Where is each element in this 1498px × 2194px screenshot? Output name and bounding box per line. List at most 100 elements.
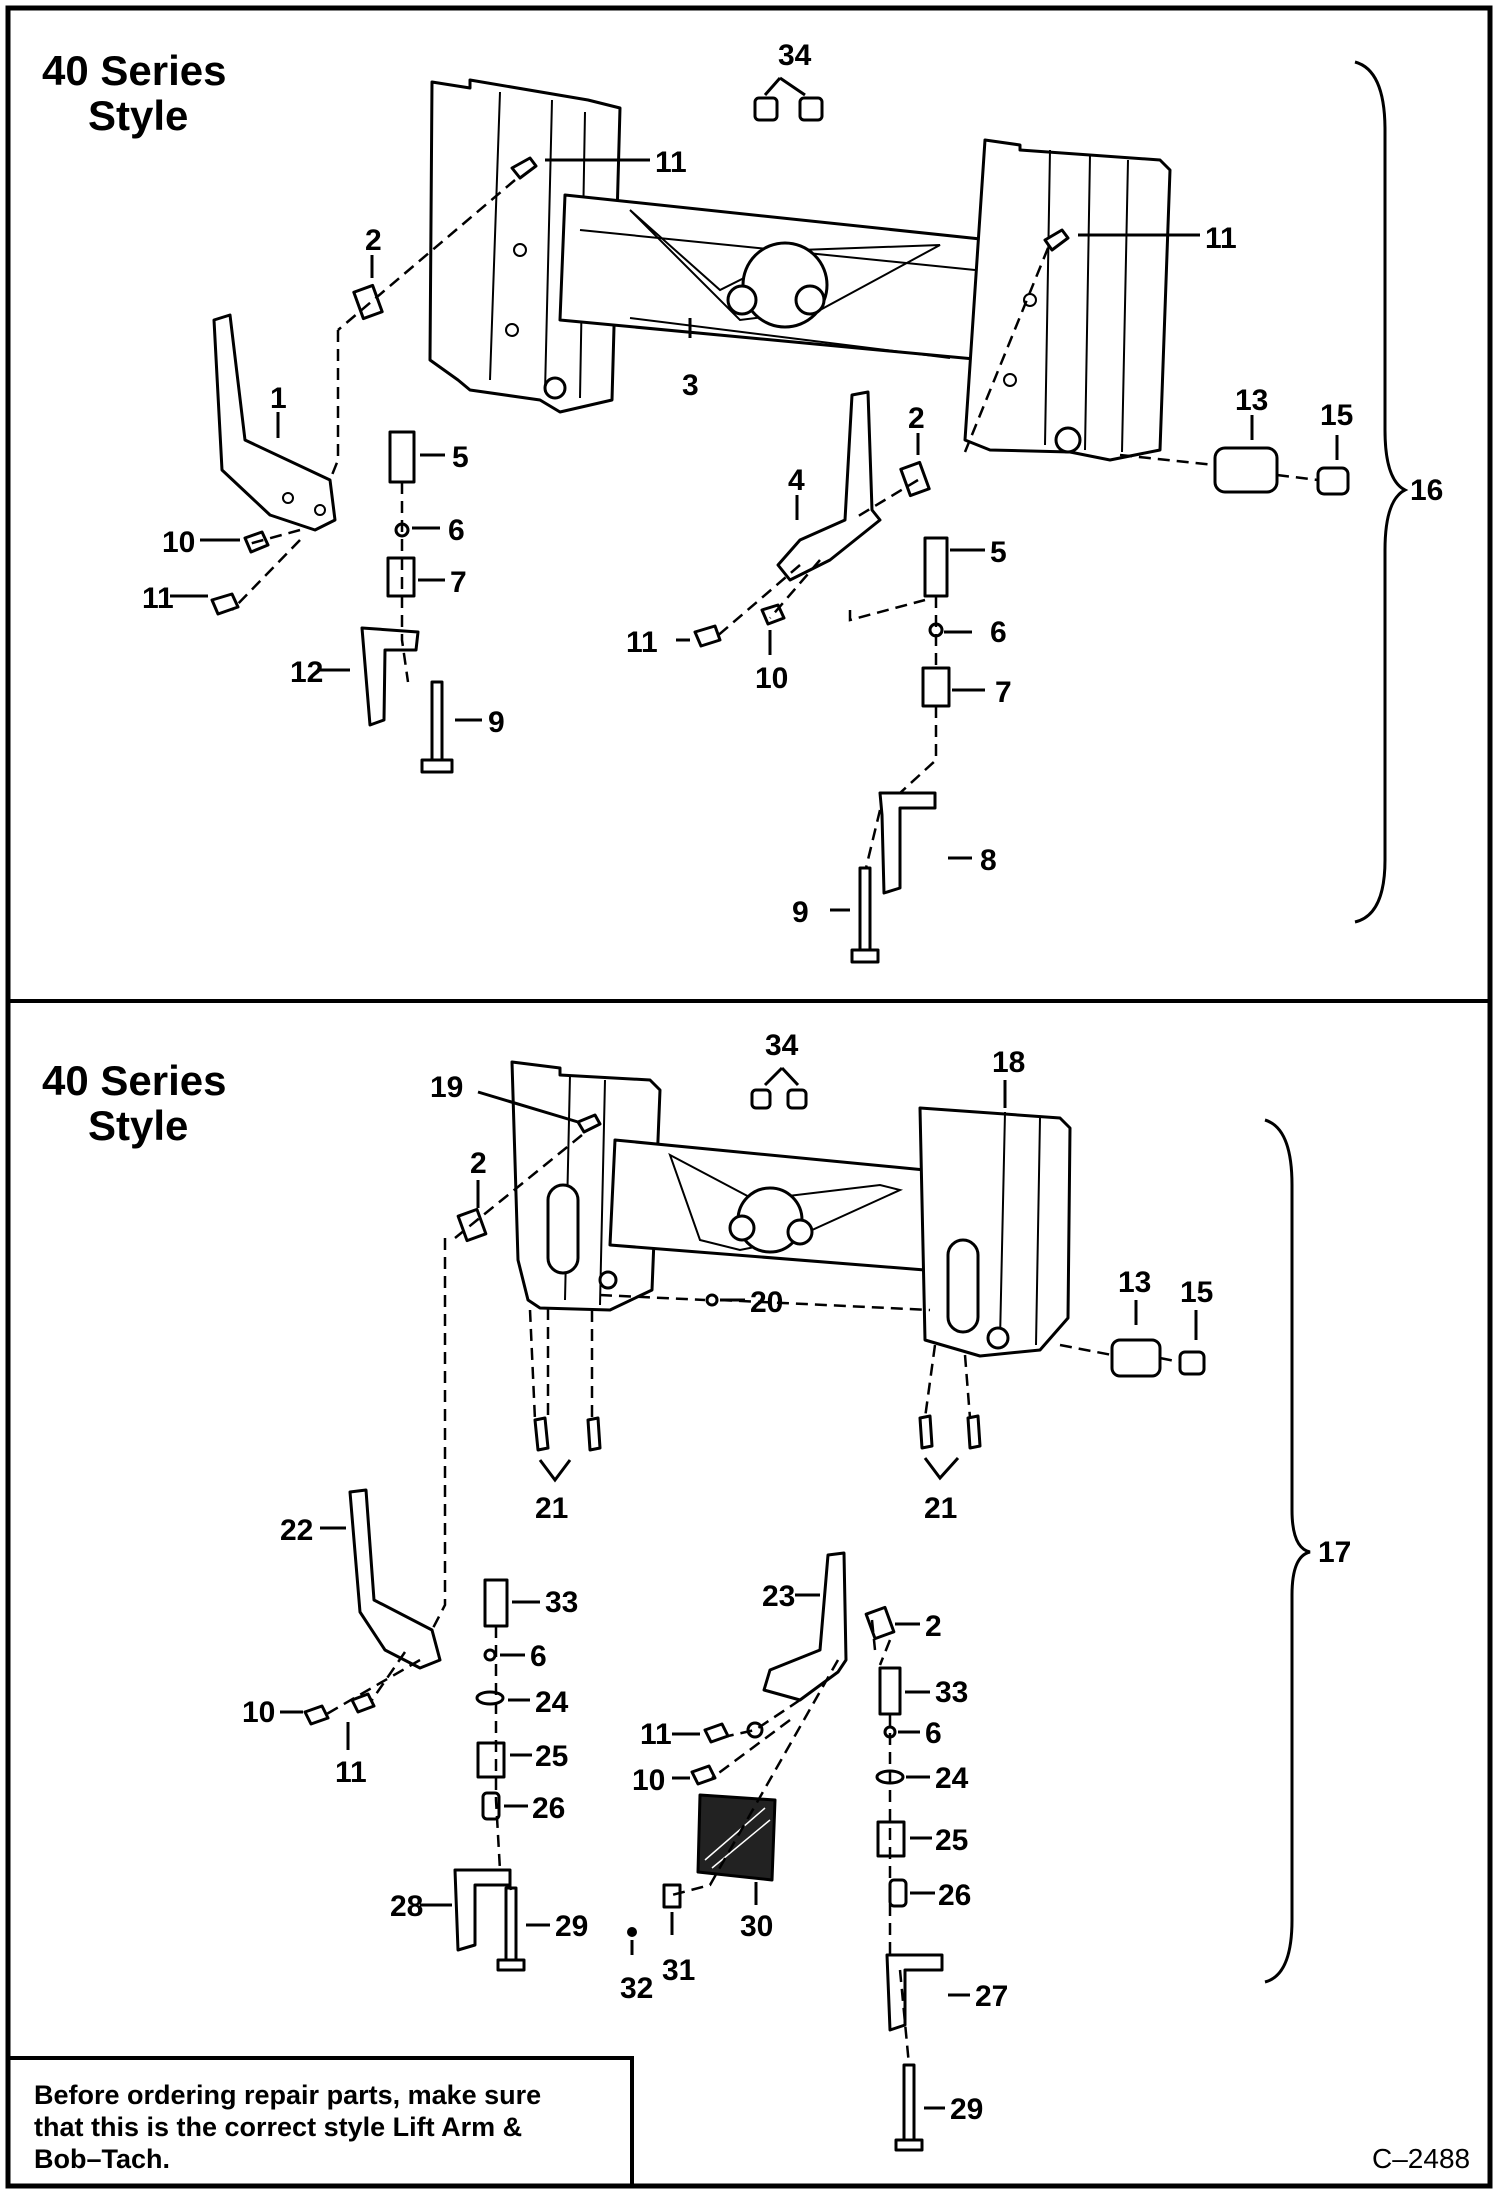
callout-21a: 21 [535, 1492, 568, 1525]
nut-left [753, 96, 779, 122]
lever-4 [776, 390, 882, 582]
callout-15: 15 [1320, 399, 1353, 432]
callout-20: 20 [750, 1286, 783, 1319]
pin-9a [420, 680, 454, 774]
latch-5a [388, 430, 416, 484]
right-mount-plate [963, 138, 1172, 462]
right-mount-plate-b [918, 1106, 1072, 1358]
bottom-panel-title-line2: Style [88, 1102, 188, 1149]
callout-34b: 34 [765, 1029, 799, 1062]
callout-11a: 11 [142, 582, 174, 615]
top-panel: 40 Series Style [42, 39, 1443, 964]
callout-2d: 2 [925, 1610, 942, 1643]
callout-15b: 15 [1180, 1276, 1213, 1309]
callout-16: 16 [1410, 474, 1443, 507]
lever-22 [348, 1488, 442, 1670]
callout-6a: 6 [448, 514, 465, 547]
bolt-left [510, 156, 538, 180]
crossbar [558, 193, 992, 362]
note-line1: Before ordering repair parts, make sure [34, 2080, 541, 2110]
callout-10a: 10 [162, 526, 195, 559]
callout-19: 19 [430, 1071, 463, 1104]
spring-7b [921, 666, 951, 708]
callout-8: 8 [980, 844, 997, 877]
callout-24a: 24 [535, 1686, 569, 1719]
callout-33a: 33 [545, 1586, 578, 1619]
callout-24b: 24 [935, 1762, 969, 1795]
callout-27: 27 [975, 1980, 1008, 2013]
callout-10b: 10 [755, 662, 788, 695]
top-panel-title-line2: Style [88, 92, 188, 139]
callout-4: 4 [788, 464, 805, 497]
callout-10c: 10 [242, 1696, 275, 1729]
note-line3: Bob–Tach. [34, 2144, 170, 2174]
callout-6d: 6 [925, 1717, 942, 1750]
callout-18: 18 [992, 1046, 1025, 1079]
callout-2c: 2 [470, 1147, 487, 1180]
callout-3: 3 [682, 369, 699, 402]
callout-31: 31 [662, 1954, 695, 1987]
callout-5a: 5 [452, 441, 469, 474]
decal-30 [696, 1793, 777, 1882]
drawing-code: C–2488 [1372, 2143, 1470, 2174]
pin-9b [850, 866, 880, 964]
spring-2b [899, 460, 931, 498]
callout-14a: 11 [655, 146, 687, 179]
left-mount-plate [428, 78, 622, 414]
left-mount-plate-b [510, 1060, 662, 1312]
callout-10d: 10 [632, 1764, 665, 1797]
callout-12: 12 [290, 656, 323, 689]
callout-13b: 13 [1118, 1266, 1151, 1299]
callout-11c: 11 [335, 1756, 367, 1789]
callout-32: 32 [620, 1972, 653, 2005]
callout-30: 30 [740, 1910, 773, 1943]
bolt-right [1043, 228, 1070, 252]
cap-15 [1316, 466, 1350, 496]
callout-2a: 2 [365, 224, 382, 257]
callout-7b: 7 [995, 676, 1012, 709]
top-panel-title-line1: 40 Series [42, 47, 227, 94]
callout-34a: 34 [778, 39, 812, 72]
callout-28: 28 [390, 1890, 423, 1923]
callout-26b: 26 [938, 1879, 971, 1912]
callout-17: 17 [1318, 1536, 1351, 1569]
callout-9a: 9 [488, 706, 505, 739]
footer-note: Before ordering repair parts, make sure … [8, 2056, 634, 2186]
callout-2b: 2 [908, 402, 925, 435]
callout-5b: 5 [990, 536, 1007, 569]
sleeve-13 [1213, 446, 1279, 494]
callout-1: 1 [270, 382, 287, 415]
crossbar-b [608, 1138, 927, 1272]
callout-11d: 11 [640, 1718, 672, 1751]
callout-7a: 7 [450, 566, 467, 599]
bottom-panel: 40 Series Style [42, 1029, 1351, 2152]
nut-right [798, 96, 824, 122]
callout-22: 22 [280, 1514, 313, 1547]
note-line2: that this is the correct style Lift Arm … [34, 2112, 522, 2142]
callout-29b: 29 [950, 2093, 983, 2126]
callout-26a: 26 [532, 1792, 565, 1825]
callout-23: 23 [762, 1580, 795, 1613]
callout-21b: 21 [924, 1492, 957, 1525]
spring-2a [352, 283, 384, 321]
lever-1 [212, 313, 337, 532]
wedge-12 [360, 626, 420, 727]
assembly-brace-17 [1264, 1118, 1311, 1984]
latch-5b [923, 536, 949, 598]
callout-25b: 25 [935, 1824, 968, 1857]
assembly-brace-16 [1354, 60, 1409, 924]
callout-33b: 33 [935, 1676, 968, 1709]
lever-23 [762, 1551, 848, 1702]
wedge-8 [878, 791, 937, 895]
bottom-panel-title-line1: 40 Series [42, 1057, 227, 1104]
outer-border [5, 5, 1493, 2189]
callout-13: 13 [1235, 384, 1268, 417]
callout-6c: 6 [530, 1640, 547, 1673]
callout-9b: 9 [792, 896, 809, 929]
callout-14b: 11 [1205, 222, 1237, 255]
callout-6b: 6 [990, 616, 1007, 649]
callout-25a: 25 [535, 1740, 568, 1773]
callout-11b: 11 [626, 626, 658, 659]
callout-29a: 29 [555, 1910, 588, 1943]
